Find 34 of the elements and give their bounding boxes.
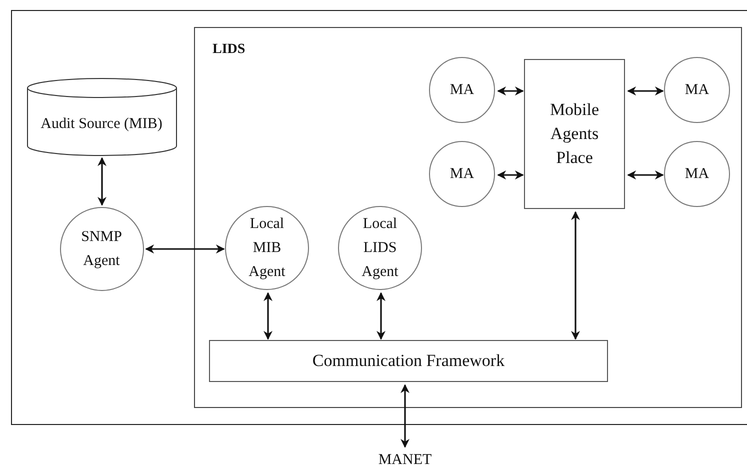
node-label: Audit Source (MIB) [40,114,162,134]
agent-circle [664,141,730,207]
double-arrow [376,292,386,340]
agent-circle [60,206,144,290]
double-arrow [627,86,664,96]
node-label: Local LIDS Agent [360,215,400,282]
node-label: MA [450,81,474,100]
agent-circle [429,141,495,207]
node-label: Local MIB Agent [248,215,286,282]
agent-circle [338,206,422,290]
double-arrow [264,292,272,340]
node-label: SNMP Agent [80,228,123,270]
container-title: LIDS [212,42,246,58]
double-arrow [145,244,225,254]
double-arrow [400,384,410,448]
database-cylinder [26,78,176,156]
process-box [209,340,608,382]
double-arrow [571,211,580,340]
process-box [524,59,625,209]
node-label: MANET [378,451,432,470]
node-label: Communication Framework [312,350,505,372]
double-arrow [497,170,524,180]
node-label: MA [684,81,710,100]
double-arrow [497,86,524,96]
node-label: Mobile Agents Place [548,99,600,169]
node-label: MA [684,165,710,184]
lids-container [194,26,742,408]
double-arrow [627,170,664,180]
node-label: MA [450,165,474,184]
double-arrow [98,157,106,206]
agent-circle [225,206,309,290]
system-boundary-box [11,10,747,425]
agent-circle [429,57,495,123]
agent-circle [664,57,730,123]
